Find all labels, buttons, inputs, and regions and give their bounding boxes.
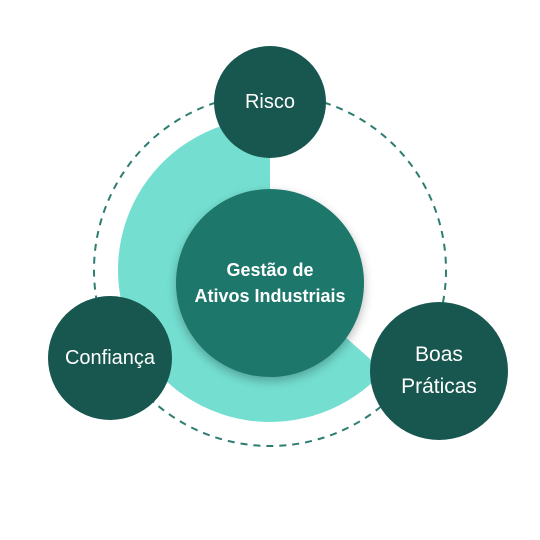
node-confianca: Confiança — [48, 296, 172, 420]
node-risco: Risco — [214, 46, 326, 158]
node-confianca-label: Confiança — [64, 347, 156, 369]
node-boas-praticas-label: Boas Práticas — [401, 343, 477, 398]
node-risco-label: Risco — [244, 91, 295, 113]
node-boas-praticas: Boas Práticas — [370, 302, 508, 440]
dashed-orbit-circle — [93, 93, 447, 447]
center-node-label: Gestão de Ativos Industriais — [194, 260, 346, 306]
center-node: Gestão de Ativos Industriais — [176, 189, 364, 377]
